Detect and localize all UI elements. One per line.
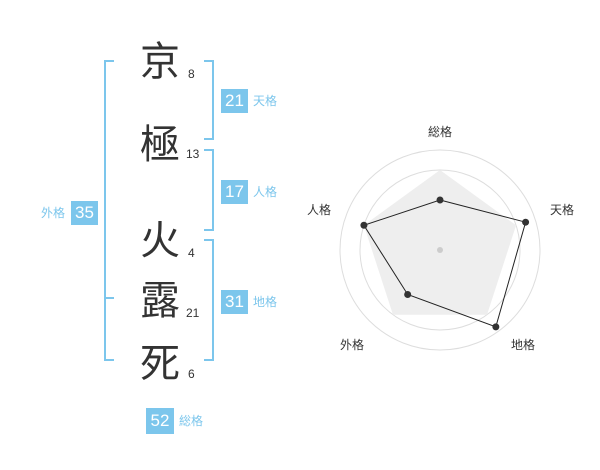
chikaku-label: 地格 (253, 295, 278, 309)
stroke-count-4: 21 (186, 306, 200, 320)
stroke-count-3: 4 (188, 246, 195, 260)
name-char-1: 京 (140, 39, 180, 85)
radar-value-polygon (363, 199, 527, 328)
radar-axis-label-soukaku: 総格 (428, 125, 453, 139)
radar-ring-5 (339, 149, 541, 351)
tenkaku-label: 天格 (253, 94, 278, 108)
soukaku-value: 52 (146, 408, 174, 434)
radar-point-5 (360, 221, 368, 229)
stroke-count-5: 6 (188, 367, 195, 381)
gaikaku-bracket (104, 60, 114, 361)
radar-axis-label-chikaku: 地格 (511, 338, 536, 352)
radar-center-dot (437, 247, 443, 253)
radar-point-4 (404, 290, 412, 298)
radar-axis-label-jinkaku: 人格 (307, 203, 332, 217)
name-char-3: 火 (140, 218, 180, 264)
name-char-5: 死 (140, 341, 180, 387)
chikaku-bracket (204, 239, 214, 361)
stroke-count-1: 8 (188, 67, 195, 81)
chikaku-value: 31 (221, 290, 248, 314)
radar-axis-label-gaikaku: 外格 (340, 338, 365, 352)
tenkaku-value: 21 (221, 89, 248, 113)
soukaku-label: 総格 (179, 414, 204, 428)
jinkaku-bracket (204, 149, 214, 231)
name-char-2: 極 (140, 122, 180, 168)
radar-point-2 (522, 218, 530, 226)
stroke-count-2: 13 (186, 147, 200, 161)
gaikaku-value: 35 (71, 201, 98, 225)
radar-inner-pentagon (363, 170, 517, 315)
gaikaku-label: 外格 (41, 206, 66, 220)
radar-points (360, 196, 530, 331)
tenkaku-bracket (204, 60, 214, 140)
radar-point-3 (492, 323, 500, 331)
jinkaku-label: 人格 (253, 185, 278, 199)
radar-point-1 (436, 196, 444, 204)
gaikaku-bracket-tick (106, 297, 114, 299)
radar-axis-label-tenkaku: 天格 (550, 203, 575, 217)
jinkaku-value: 17 (221, 180, 248, 204)
name-char-4: 露 (140, 278, 180, 324)
